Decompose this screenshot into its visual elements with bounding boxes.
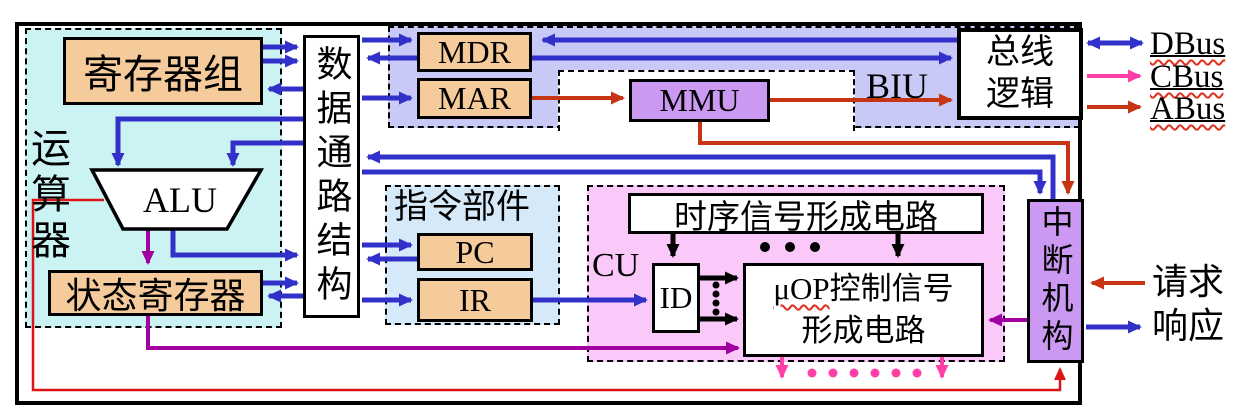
ir-label: IR [459, 281, 491, 318]
alu-label: ALU [143, 180, 217, 220]
interrupt-box: 中断机构 [1027, 199, 1084, 363]
alu-shape: ALU [89, 168, 265, 231]
uop-prefix: μOP [773, 271, 830, 306]
datapath-label: 数据通路结构 [311, 44, 352, 309]
id-box: ID [652, 263, 700, 333]
pc-label: PC [455, 233, 495, 270]
datapath-box: 数据通路结构 [303, 35, 360, 318]
control-output-wires [775, 69, 1142, 379]
bus-logic-label-line2: 逻辑 [986, 76, 1054, 113]
mar-label: MAR [438, 80, 511, 116]
mdr-box: MDR [417, 32, 532, 72]
status-register-box: 状态寄存器 [48, 270, 263, 316]
register-file-label: 寄存器组 [83, 52, 243, 97]
cbus-label: CBus [1150, 59, 1224, 95]
arrow-interrupt-to-datapath [366, 150, 1056, 199]
uop-circuit-box: μOP控制信号 形成电路 [743, 263, 984, 357]
bus-logic-label-line1: 总线 [986, 34, 1054, 71]
arrow-datapath-to-interrupt [362, 169, 1047, 195]
arrow-alu-exception-to-interrupt [31, 198, 1066, 392]
mar-box: MAR [417, 78, 532, 119]
abus-label: ABus [1150, 91, 1226, 127]
timing-ellipsis-dots [760, 242, 820, 252]
interrupt-label: 中断机构 [1037, 205, 1074, 357]
response-label: 响应 [1152, 306, 1225, 346]
id-label: ID [659, 280, 693, 315]
mmu-box: MMU [629, 79, 770, 122]
biu-region-label: BIU [866, 66, 928, 106]
register-file-box: 寄存器组 [63, 37, 263, 105]
id-ellipsis-dots [712, 281, 720, 316]
bus-logic-box: 总线 逻辑 [957, 28, 1083, 120]
instruction-unit-region-label: 指令部件 [394, 189, 530, 226]
timing-circuit-box: 时序信号形成电路 [628, 193, 984, 236]
alu-unit-region-label: 运算器 [25, 127, 70, 265]
cu-region-label: CU [592, 247, 640, 284]
arrow-mmu-to-interrupt [698, 122, 1075, 195]
arrow-datapath-to-alu-right [226, 140, 303, 167]
mdr-label: MDR [438, 33, 511, 70]
status-register-label: 状态寄存器 [65, 276, 246, 316]
uop-label-line2: 形成电路 [801, 313, 926, 348]
dbus-label: DBus [1150, 26, 1226, 62]
ir-box: IR [417, 278, 533, 322]
pc-box: PC [417, 233, 533, 271]
black-control-wires [666, 234, 905, 326]
uop-line1-rest: 控制信号 [829, 271, 954, 306]
address-wires [532, 91, 1145, 290]
arrow-datapath-to-alu-left [111, 116, 303, 167]
uop-output-ellipsis-dots [807, 368, 922, 378]
status-wires [141, 229, 1027, 355]
arrow-status-to-uop [146, 313, 740, 355]
blue-data-wires [111, 33, 1144, 334]
uop-label-line1: μOP控制信号 [773, 268, 953, 310]
request-label: 请求 [1152, 262, 1225, 302]
arrow-alu-to-datapath [170, 229, 299, 262]
mmu-label: MMU [659, 82, 740, 118]
timing-circuit-label: 时序信号形成电路 [674, 199, 938, 236]
